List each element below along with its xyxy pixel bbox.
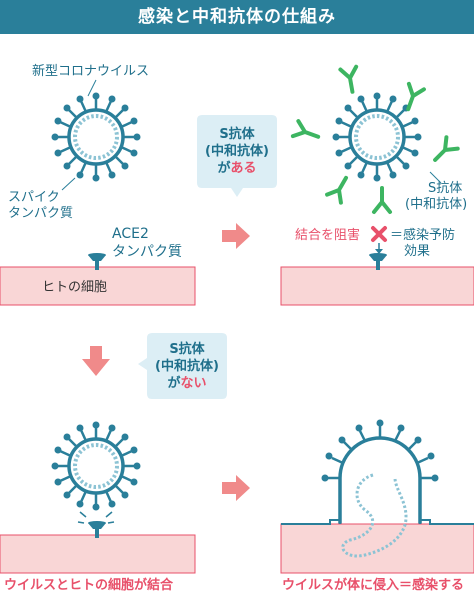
virus-bottom-right-entering <box>321 419 439 524</box>
bubble-present-line2: (中和抗体) <box>205 144 269 159</box>
antibody-4 <box>429 137 457 165</box>
bubble-absent-text: S抗体 (中和抗体) がない <box>142 341 232 392</box>
antibody-label-line1: S抗体 <box>428 181 463 196</box>
membrane-fusion-right <box>419 519 474 525</box>
antibody-3 <box>290 119 323 147</box>
cell-membrane-bottom-right <box>280 523 474 574</box>
arrow-down <box>82 346 110 376</box>
block-arrow-head <box>375 249 383 254</box>
speech-bubble-absent <box>138 333 227 399</box>
virus-name-label: 新型コロナウイルス <box>32 64 150 79</box>
binding-spark-icon <box>77 511 115 524</box>
bubble-present-text: S抗体 (中和抗体) がある <box>192 126 282 177</box>
antibody-1 <box>338 64 363 96</box>
spike-label-line1: スパイク <box>8 190 60 205</box>
antibody-leader <box>429 171 442 184</box>
membrane-fusion-left <box>281 519 341 525</box>
spike-leader <box>61 177 76 191</box>
cell-membrane-top-left <box>0 266 196 306</box>
bubble-absent-prefix: が <box>167 376 181 391</box>
effect-label-line2: 効果 <box>404 244 431 259</box>
virus-top-left <box>49 90 143 184</box>
cell-label: ヒトの細胞 <box>42 280 108 295</box>
bubble-present-prefix: が <box>217 161 231 176</box>
bubble-absent-line3: がない <box>142 375 232 392</box>
bubble-absent-line2: (中和抗体) <box>155 359 219 374</box>
effect-label-line1: ＝感染予防 <box>390 228 456 243</box>
bubble-present-line3: がある <box>192 160 282 177</box>
bubble-present-line1: S抗体 <box>219 127 255 142</box>
antibody-label-line2: (中和抗体) <box>405 197 468 212</box>
page-title: 感染と中和抗体の仕組み <box>138 7 336 27</box>
speech-bubble-present <box>197 115 277 197</box>
caption-infection: ウイルスが体に侵入＝感染する <box>282 578 465 593</box>
cell-membrane-bottom-left <box>0 534 196 574</box>
title-bar <box>0 0 474 34</box>
spike-label-line2: タンパク質 <box>8 206 74 221</box>
arrow-right-bottom <box>222 475 250 501</box>
bubble-present-highlight: ある <box>230 161 257 176</box>
bubble-absent-highlight: ない <box>180 376 207 391</box>
antibody-5 <box>325 171 355 205</box>
antibody-6 <box>372 186 392 214</box>
block-label: 結合を阻害 <box>295 228 361 243</box>
viral-rna-strand <box>341 473 408 558</box>
ace2-label-line2: タンパク質 <box>112 244 182 260</box>
cell-membrane-top-right <box>280 266 474 306</box>
bubble-absent-line1: S抗体 <box>169 342 205 357</box>
block-x-mark <box>371 226 387 242</box>
ace2-label-line1: ACE2 <box>112 226 149 242</box>
arrow-right-top <box>222 223 250 249</box>
caption-binding: ウイルスとヒトの細胞が結合 <box>4 578 174 593</box>
virus-bottom-left <box>49 419 143 513</box>
virus-name-leader <box>87 79 97 97</box>
